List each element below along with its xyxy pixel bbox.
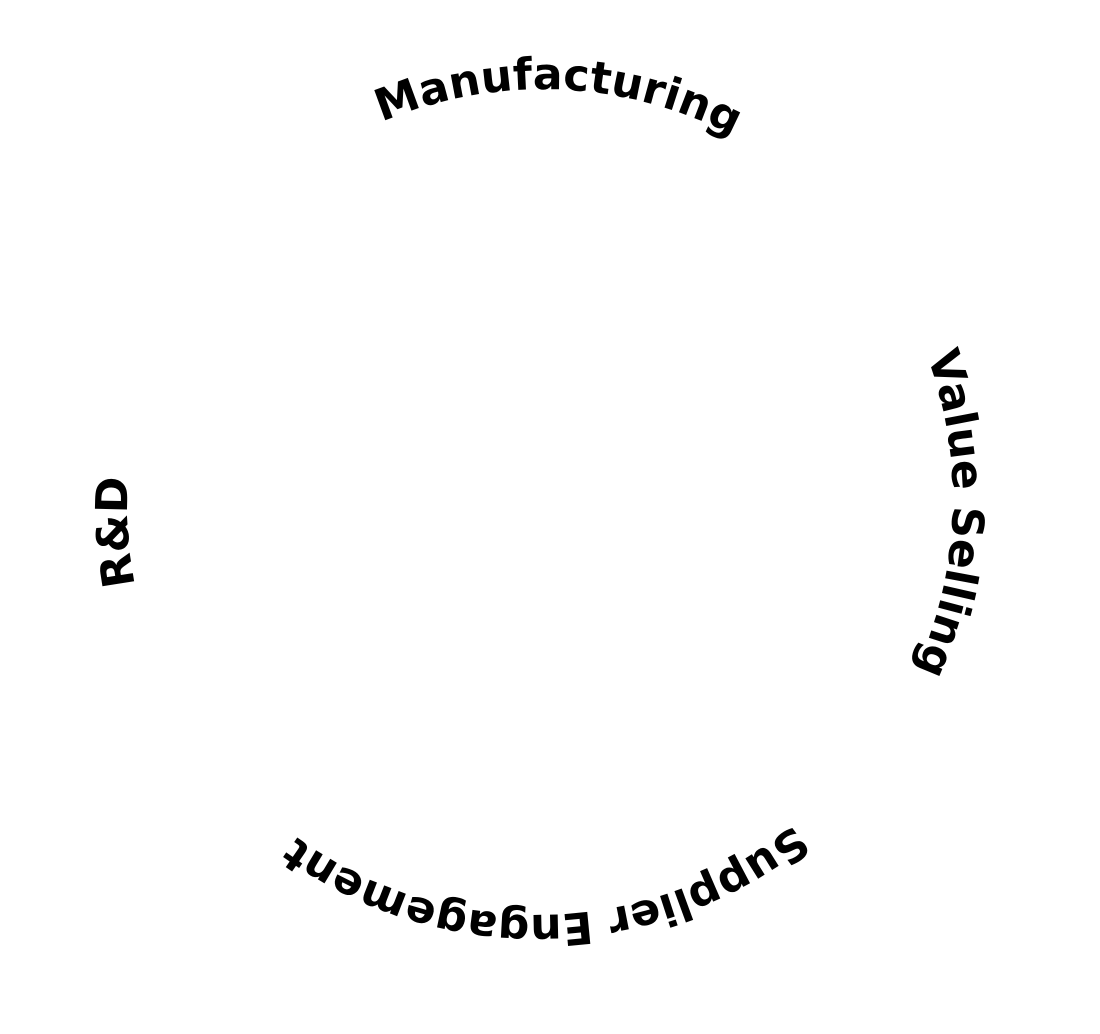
label-manufacturing: Manufacturing	[368, 49, 751, 146]
label-supplier-engagement: Supplier Engagement	[273, 816, 818, 955]
label-value-selling: Value Selling	[906, 343, 993, 685]
label-rnd: R&D	[87, 476, 146, 591]
